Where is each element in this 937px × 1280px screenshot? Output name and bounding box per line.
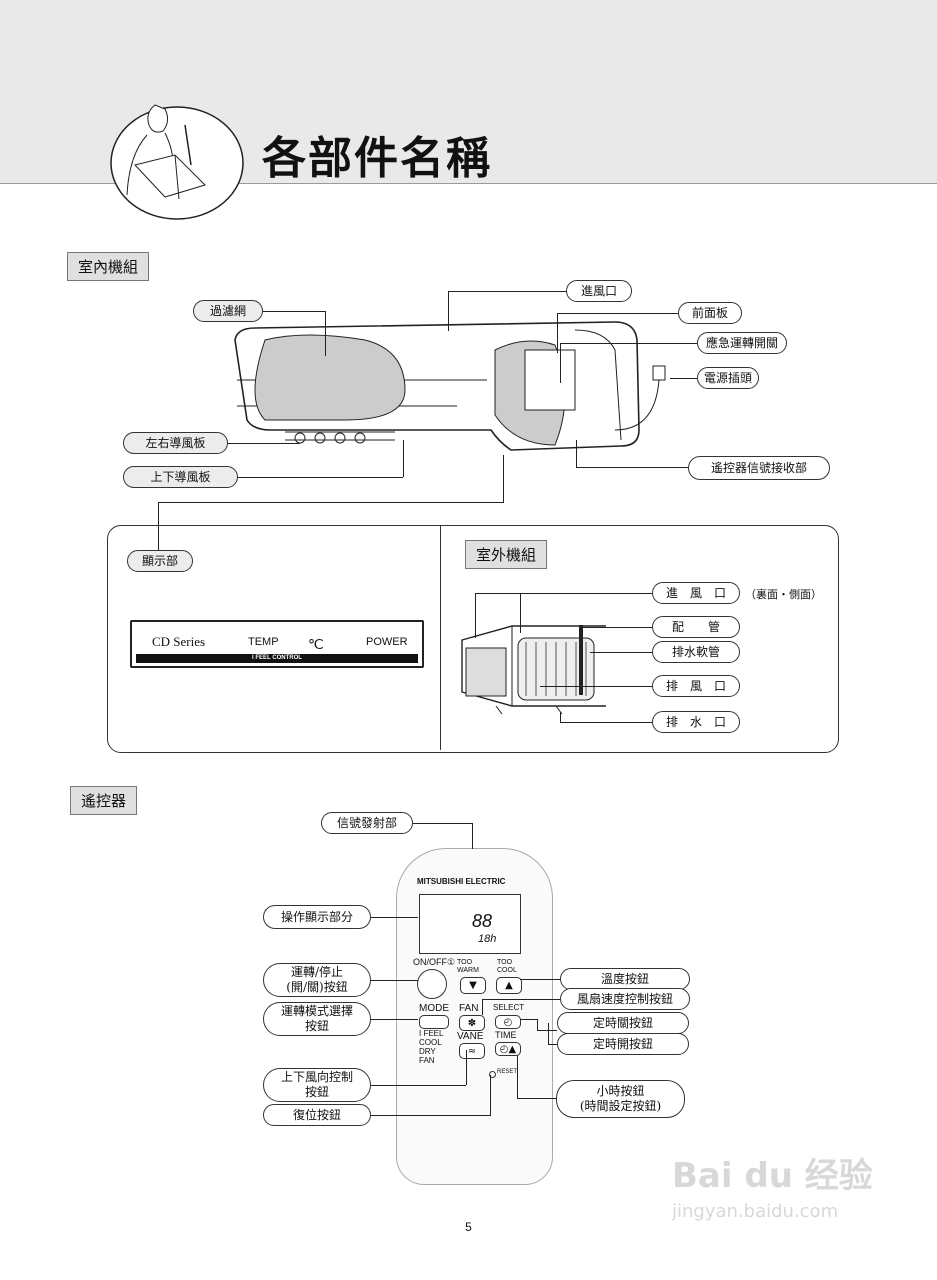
display-power: POWER <box>366 636 408 648</box>
lcd-temp: 88 <box>472 911 493 931</box>
label-air-inlet: 進風口 <box>566 280 632 302</box>
baidu-watermark: Bai du 经验 jingyan.baidu.com <box>672 1148 873 1222</box>
label-piping: 配 管 <box>652 616 740 638</box>
vane-button[interactable]: ≈ <box>459 1043 485 1059</box>
label-hour-line1: 小時按鈕 <box>596 1084 645 1098</box>
section-indoor: 室內機組 <box>67 252 150 281</box>
time-caption: TIME <box>495 1030 517 1040</box>
label-drain-hose: 排水軟管 <box>652 641 740 663</box>
label-emergency-switch: 應急運轉開關 <box>697 332 787 354</box>
select-caption: SELECT <box>493 1003 525 1012</box>
display-temp: TEMP <box>248 636 279 648</box>
mode-list: I FEEL COOL DRY FAN <box>419 1029 443 1065</box>
display-ifeel-bar: I FEEL CONTROL <box>136 654 418 663</box>
mode-dry: DRY <box>419 1047 436 1056</box>
mode-caption: MODE <box>419 1003 449 1014</box>
reset-button[interactable] <box>489 1071 496 1078</box>
too-warm-caption: TOO WARM <box>457 959 479 974</box>
mode-fan: FAN <box>419 1056 435 1065</box>
on-off-caption: ON/OFF① <box>413 957 456 967</box>
label-air-outlet: 排 風 口 <box>652 675 740 697</box>
remote-lcd: 88 18h <box>419 894 521 954</box>
on-off-button[interactable] <box>417 969 447 999</box>
mode-cool: COOL <box>419 1038 442 1047</box>
label-reset: 復位按鈕 <box>263 1104 371 1126</box>
label-mode-line1: 運轉模式選擇 <box>280 1004 353 1018</box>
display-series: CD Series <box>152 634 206 649</box>
label-drain-outlet: 排 水 口 <box>652 711 740 733</box>
lcd-hours: 18h <box>478 933 497 945</box>
indoor-display-panel: CD Series TEMP ℃ POWER I FEEL CONTROL <box>130 620 424 668</box>
label-vane-line1: 上下風向控制 <box>280 1070 353 1084</box>
label-display-area: 操作顯示部分 <box>263 905 371 929</box>
remote-controller: MITSUBISHI ELECTRIC 88 18h ON/OFF① TOO W… <box>396 848 553 1185</box>
label-timer-off: 定時關按鈕 <box>557 1012 689 1034</box>
reset-caption: RESET <box>497 1069 518 1075</box>
label-vane-line2: 按鈕 <box>304 1085 329 1099</box>
section-remote: 遙控器 <box>70 786 138 815</box>
too-cool-caption: TOO COOL <box>497 959 517 974</box>
label-on-off-line2: (開/關)按鈕 <box>286 980 348 994</box>
mode-ifeel: I FEEL <box>419 1029 444 1038</box>
display-celsius: ℃ <box>308 636 324 652</box>
mode-button[interactable] <box>419 1015 449 1029</box>
section-outdoor: 室外機組 <box>465 540 548 569</box>
panel-divider <box>440 526 441 750</box>
timer-off-button[interactable]: ◴ <box>495 1015 521 1029</box>
label-hour-line2: (時間設定按鈕) <box>579 1099 662 1113</box>
reading-person-illustration <box>110 104 244 220</box>
label-timer-on: 定時開按鈕 <box>557 1033 689 1055</box>
watermark-url: jingyan.baidu.com <box>672 1201 839 1222</box>
label-power-plug: 電源插頭 <box>697 367 759 389</box>
label-outdoor-inlet-note: （裏面・側面） <box>745 588 822 601</box>
temp-down-button[interactable]: ▼ <box>460 977 486 994</box>
label-receiver: 遙控器信號接收部 <box>688 456 830 480</box>
label-hour: 小時按鈕 (時間設定按鈕) <box>556 1080 685 1118</box>
outdoor-unit-illustration <box>461 625 606 715</box>
temp-up-button[interactable]: ▲ <box>496 977 522 994</box>
label-on-off-line1: 運轉/停止 <box>290 965 344 979</box>
label-on-off: 運轉/停止 (開/關)按鈕 <box>263 963 371 997</box>
label-front-panel: 前面板 <box>678 302 742 324</box>
label-display: 顯示部 <box>127 550 193 572</box>
remote-brand: MITSUBISHI ELECTRIC <box>417 877 506 886</box>
page-number: 5 <box>465 1220 472 1234</box>
fan-caption: FAN <box>459 1003 479 1014</box>
label-transmitter: 信號發射部 <box>321 812 413 834</box>
label-temp: 溫度按鈕 <box>560 968 690 990</box>
label-fan-speed: 風扇速度控制按鈕 <box>560 988 690 1010</box>
details-panel <box>107 525 839 753</box>
page-title: 各部件名稱 <box>262 133 492 184</box>
watermark-brand: Bai du 经验 <box>672 1156 873 1196</box>
label-outdoor-inlet: 進 風 口 <box>652 582 740 604</box>
label-mode: 運轉模式選擇 按鈕 <box>263 1002 371 1036</box>
label-mode-line2: 按鈕 <box>304 1019 329 1033</box>
label-vane: 上下風向控制 按鈕 <box>263 1068 371 1102</box>
timer-on-button[interactable]: ◴▲ <box>495 1042 521 1056</box>
indoor-unit-illustration <box>234 321 666 451</box>
fan-button[interactable]: ✽ <box>459 1015 485 1031</box>
vane-caption: VANE <box>457 1031 484 1042</box>
label-ud-vane: 上下導風板 <box>123 466 238 488</box>
label-lr-vane: 左右導風板 <box>123 432 228 454</box>
label-filter: 過濾網 <box>193 300 263 322</box>
